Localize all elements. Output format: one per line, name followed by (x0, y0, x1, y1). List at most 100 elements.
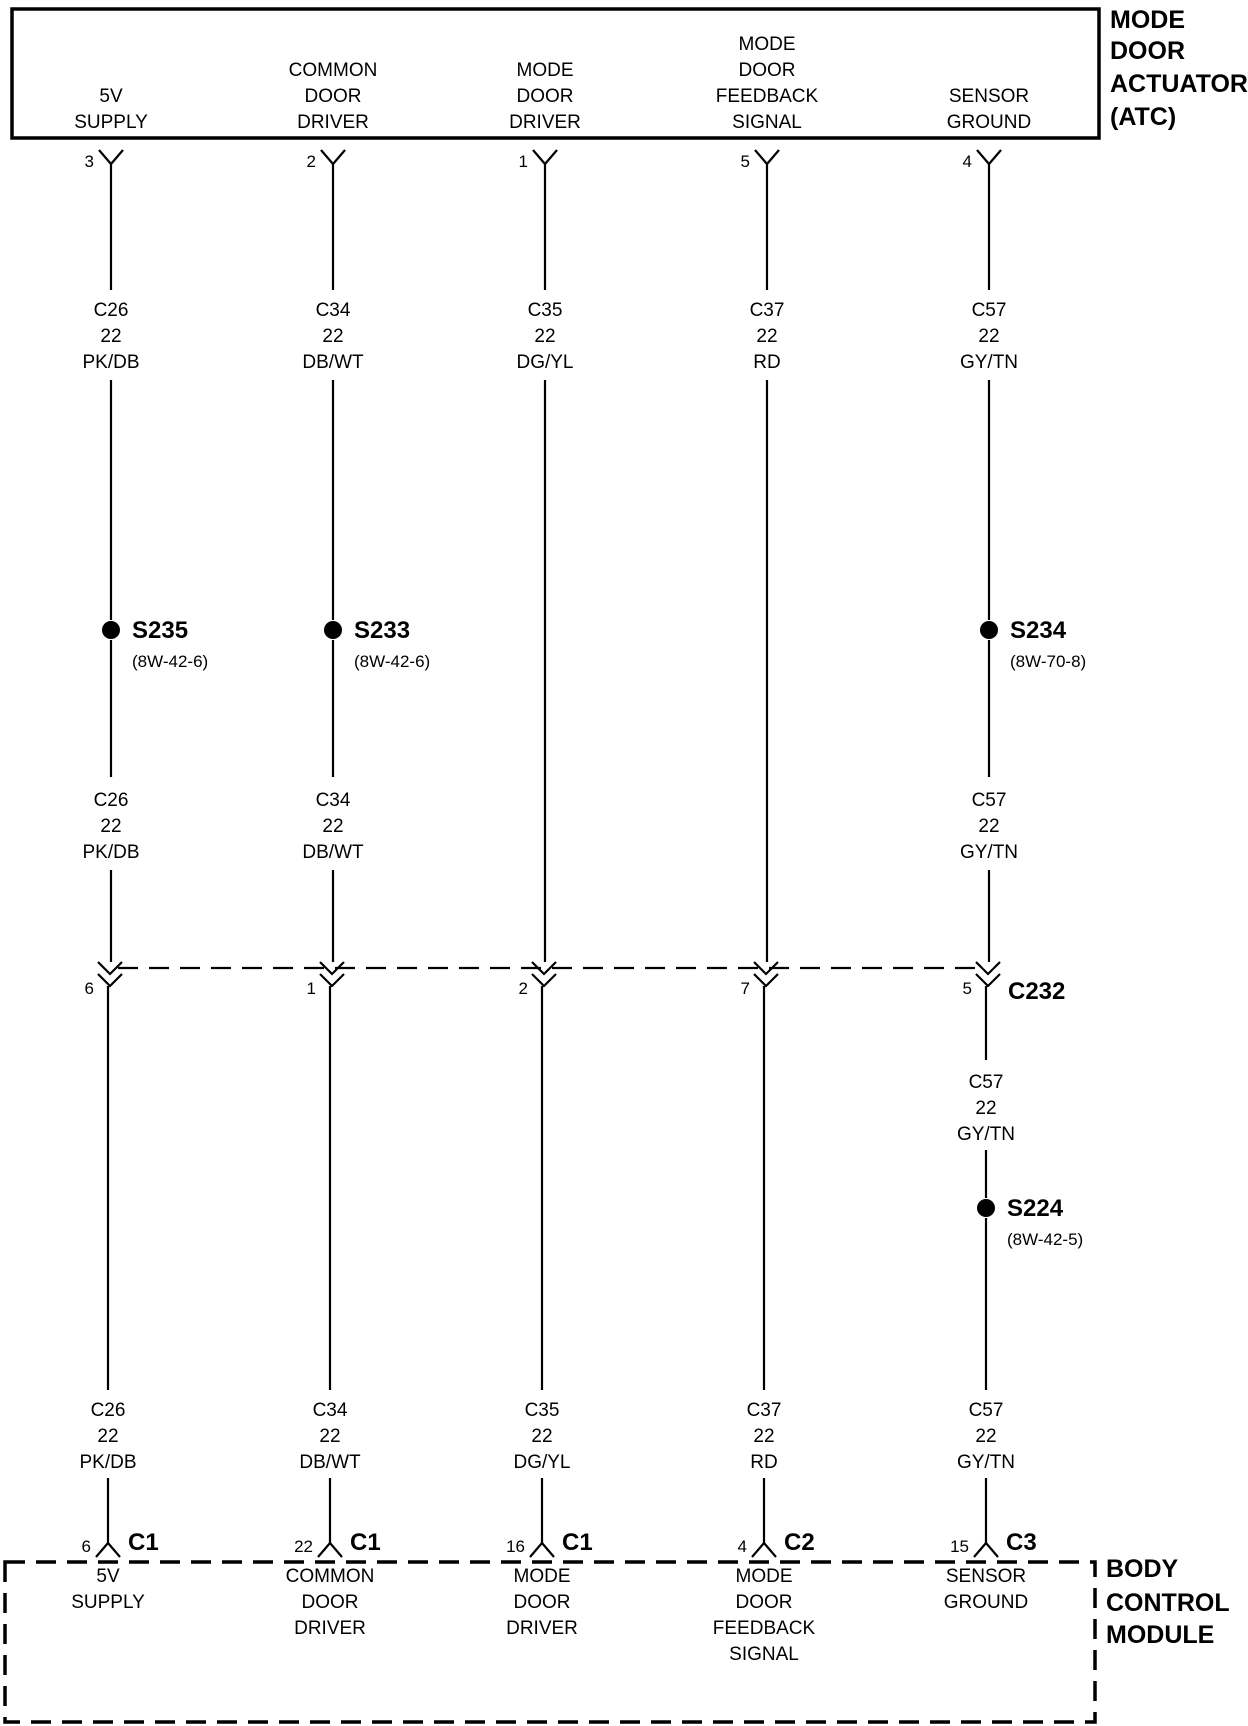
bottom-pin-1-function-line-1: DOOR (302, 1592, 359, 1613)
wire-2-lower-label-gauge: 22 (531, 1426, 552, 1447)
wire-4-upper-label-color: GY/TN (960, 352, 1018, 373)
wire-0-mid-label-circuit: C26 (94, 790, 129, 811)
wire-4-c232-out-label-color: GY/TN (957, 1124, 1015, 1145)
wire-4-lower-label-color: GY/TN (957, 1452, 1015, 1473)
c232-label: C232 (1008, 978, 1065, 1005)
wire-0-mid-label-gauge: 22 (100, 816, 121, 837)
bottom-pin-3-function-line-0: MODE (736, 1566, 793, 1587)
bottom-pin-1-terminal (317, 1541, 343, 1558)
c232-pin-3-number: 7 (741, 979, 750, 998)
top-pin-0-terminal (98, 149, 124, 166)
c232-pin-0-female (97, 961, 123, 976)
bottom-pin-0-function-line-0: 5V (96, 1566, 120, 1587)
wire-4-upper-label-gauge: 22 (978, 326, 999, 347)
bottom-pin-0-connector: C1 (128, 1529, 159, 1556)
bottom-pin-3-terminal (751, 1541, 777, 1558)
wire-0-mid-label-color: PK/DB (82, 842, 139, 863)
splice-s234-ref: (8W-70-8) (1010, 652, 1086, 671)
wire-3-upper-label-circuit: C37 (750, 300, 785, 321)
wire-4-mid-label-color: GY/TN (960, 842, 1018, 863)
wire-2-upper-label-circuit: C35 (528, 300, 563, 321)
top-pin-3-function-line-2: FEEDBACK (716, 86, 819, 107)
c232-pin-4-male (975, 973, 1001, 988)
bottom-pin-4-function-line-0: SENSOR (946, 1566, 1026, 1587)
top-pin-1-number: 2 (307, 152, 316, 171)
wire-0-upper-label-color: PK/DB (82, 352, 139, 373)
body-control-module-box (3, 1560, 1097, 1724)
splice-s233-dot (324, 621, 342, 639)
top-pin-3-number: 5 (741, 152, 750, 171)
wire-1-lower-label-color: DB/WT (299, 1452, 361, 1473)
bottom-pin-0-function-line-1: SUPPLY (71, 1592, 145, 1613)
bottom-pin-1-function-line-0: COMMON (286, 1566, 375, 1587)
wire-1-mid-label-circuit: C34 (316, 790, 351, 811)
wire-0-upper-label-circuit: C26 (94, 300, 129, 321)
splice-s235-dot (102, 621, 120, 639)
bottom-pin-0-terminal (95, 1541, 121, 1558)
body-control-module-title-line-2: CONTROL (1106, 1589, 1230, 1617)
splice-s234-dot (980, 621, 998, 639)
splice-s224-dot (977, 1199, 995, 1217)
wire-0-lower-label-circuit: C26 (91, 1400, 126, 1421)
c232-pin-3-male (753, 973, 779, 988)
splice-s235-ref: (8W-42-6) (132, 652, 208, 671)
c232-pin-1-male (319, 973, 345, 988)
c232-pin-2-male (531, 973, 557, 988)
mode-door-actuator: MODE DOOR ACTUATOR (ATC) 5VSUPPLY3COMMON… (10, 6, 1248, 171)
bottom-pin-4-terminal (973, 1541, 999, 1558)
c232-pin-2-female (531, 961, 557, 976)
bottom-pin-3-function-line-1: DOOR (736, 1592, 793, 1613)
wire-0-upper-label-gauge: 22 (100, 326, 121, 347)
body-control-module-title-line-3: MODULE (1106, 1621, 1214, 1649)
top-pin-1-terminal (320, 149, 346, 166)
bottom-pin-1-number: 22 (294, 1537, 313, 1556)
wire-4-c232-out-label-gauge: 22 (975, 1098, 996, 1119)
top-pin-2-number: 1 (519, 152, 528, 171)
c232-pin-0-male (97, 973, 123, 988)
top-pin-2-function-line-1: DOOR (517, 86, 574, 107)
bottom-pin-2-function-line-0: MODE (514, 1566, 571, 1587)
c232-pin-4-number: 5 (963, 979, 972, 998)
top-pin-2-function-line-0: MODE (517, 60, 574, 81)
wire-2-upper-label-gauge: 22 (534, 326, 555, 347)
c232-pin-0-number: 6 (85, 979, 94, 998)
wire-4-lower-label-gauge: 22 (975, 1426, 996, 1447)
wire-3-upper-label-color: RD (753, 352, 780, 373)
bottom-pin-4-function-line-1: GROUND (944, 1592, 1028, 1613)
wire-1-upper-label-color: DB/WT (302, 352, 364, 373)
bottom-pin-2-terminal (529, 1541, 555, 1558)
c232-pin-1-number: 1 (307, 979, 316, 998)
wire-1-lower-label-circuit: C34 (313, 1400, 348, 1421)
wire-1-upper-label-gauge: 22 (322, 326, 343, 347)
top-pin-4-function-line-1: GROUND (947, 112, 1031, 133)
mode-door-actuator-title-line-1: MODE (1110, 6, 1185, 34)
mode-door-actuator-box (10, 7, 1101, 140)
wire-2-lower-label-circuit: C35 (525, 1400, 560, 1421)
bottom-pin-4-connector: C3 (1006, 1529, 1037, 1556)
top-pin-0-function-line-1: SUPPLY (74, 112, 148, 133)
wire-2-lower-label-color: DG/YL (513, 1452, 570, 1473)
splice-s233-id: S233 (354, 617, 410, 644)
mode-door-actuator-pins: 5VSUPPLY3COMMONDOORDRIVER2MODEDOORDRIVER… (74, 34, 1031, 171)
bottom-pin-2-number: 16 (506, 1537, 525, 1556)
mode-door-actuator-title-line-2: DOOR (1110, 37, 1185, 65)
wire-1-mid-label-gauge: 22 (322, 816, 343, 837)
wire-1-upper-label-circuit: C34 (316, 300, 351, 321)
c232-pin-3-female (753, 961, 779, 976)
top-pin-0-number: 3 (85, 152, 94, 171)
bottom-pin-0-number: 6 (82, 1537, 91, 1556)
top-pin-3-function-line-3: SIGNAL (732, 112, 802, 133)
bottom-pin-2-connector: C1 (562, 1529, 593, 1556)
top-pin-1-function-line-0: COMMON (289, 60, 378, 81)
body-control-module-title-line-1: BODY (1106, 1555, 1179, 1583)
wires: C2622PK/DBC2622PK/DBC3422DB/WTC3422DB/WT… (79, 164, 1018, 1544)
wire-1-mid-label-color: DB/WT (302, 842, 364, 863)
mode-door-actuator-title-line-4: (ATC) (1110, 103, 1176, 131)
top-pin-2-function-line-2: DRIVER (509, 112, 581, 133)
bottom-pin-3-number: 4 (738, 1537, 747, 1556)
wire-4-mid-label-gauge: 22 (978, 816, 999, 837)
bottom-pin-2-function-line-1: DOOR (514, 1592, 571, 1613)
